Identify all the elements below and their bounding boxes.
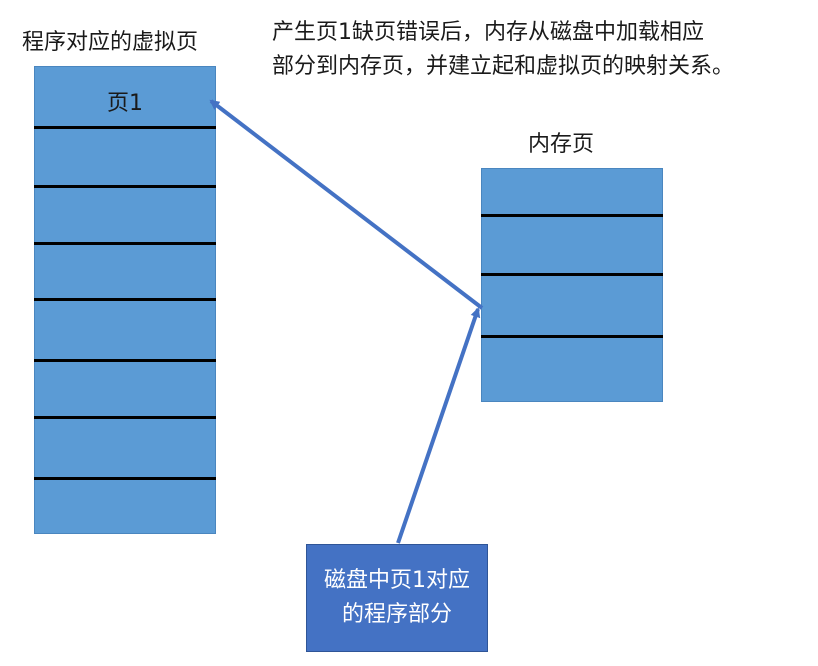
- page1-label: 页1: [107, 91, 143, 116]
- virtual-page-divider: [34, 185, 216, 188]
- memory-page-divider: [481, 273, 663, 276]
- disk-block-label: 磁盘中页1对应的程序部分: [324, 568, 470, 627]
- memory-pages-title: 内存页: [528, 132, 595, 157]
- note-line-2: 部分到内存页，并建立起和虚拟页的映射关系。: [272, 54, 735, 79]
- explanation-note: 产生页1缺页错误后，内存从磁盘中加载相应 部分到内存页，并建立起和虚拟页的映射关…: [272, 16, 734, 84]
- memory-page-divider: [481, 214, 663, 217]
- memory-pages-column: [481, 168, 663, 402]
- virtual-page-divider: [34, 126, 216, 129]
- virtual-page-divider: [34, 298, 216, 301]
- virtual-page-divider: [34, 477, 216, 480]
- virtual-page-divider: [34, 359, 216, 362]
- virtual-page-divider: [34, 416, 216, 419]
- virtual-pages-column: 页1: [34, 66, 216, 534]
- virtual-pages-title: 程序对应的虚拟页: [22, 30, 199, 55]
- memory-to-virtual-arrow: [209, 99, 484, 310]
- note-line-1: 产生页1缺页错误后，内存从磁盘中加载相应: [272, 20, 704, 45]
- disk-block: 磁盘中页1对应的程序部分: [306, 544, 488, 652]
- disk-to-memory-arrow: [396, 307, 481, 544]
- virtual-page-divider: [34, 242, 216, 245]
- memory-page-divider: [481, 335, 663, 338]
